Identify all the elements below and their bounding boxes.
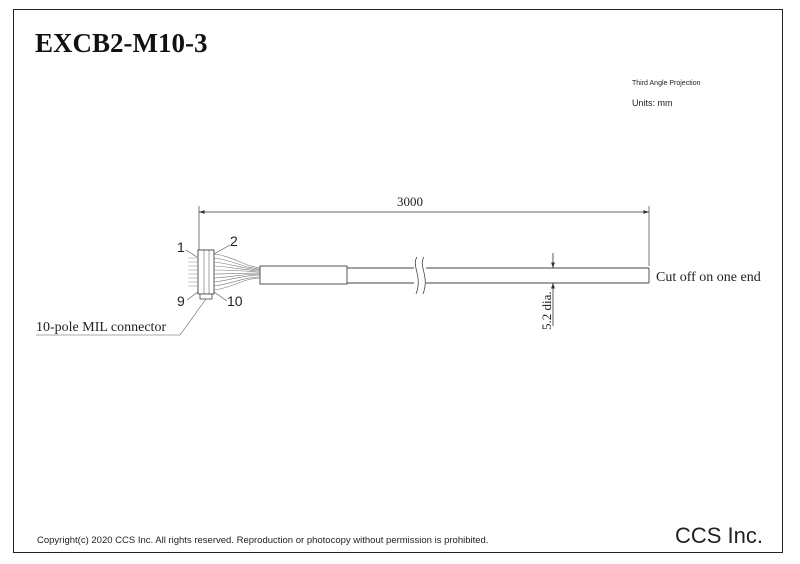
pin-1-label: 1 bbox=[177, 239, 185, 255]
pin-labels: 1 2 9 10 bbox=[177, 233, 243, 309]
length-dimension: 3000 bbox=[198, 194, 650, 266]
pin-10-label: 10 bbox=[227, 293, 243, 309]
drawing-sheet bbox=[13, 9, 783, 553]
cut-note: Cut off on one end bbox=[656, 270, 761, 285]
cable bbox=[347, 256, 650, 295]
diameter-value: 5.2 dia. bbox=[539, 291, 554, 330]
ribbon-wires bbox=[213, 253, 261, 291]
connector-leader: 10-pole MIL connector bbox=[36, 298, 207, 336]
pin-2-label: 2 bbox=[230, 233, 238, 249]
units-note: Units: mm bbox=[632, 98, 673, 108]
drawing-title: EXCB2-M10-3 bbox=[35, 28, 208, 58]
mil-connector bbox=[188, 249, 215, 300]
diameter-dimension: 5.2 dia. bbox=[539, 253, 555, 330]
copyright-notice: Copyright(c) 2020 CCS Inc. All rights re… bbox=[37, 535, 489, 546]
cable-boot bbox=[259, 265, 348, 285]
length-value: 3000 bbox=[397, 194, 423, 209]
company-name: CCS Inc. bbox=[674, 523, 763, 548]
projection-note: Third Angle Projection bbox=[632, 80, 701, 87]
connector-label: 10-pole MIL connector bbox=[36, 320, 166, 335]
pin-9-label: 9 bbox=[177, 293, 185, 309]
